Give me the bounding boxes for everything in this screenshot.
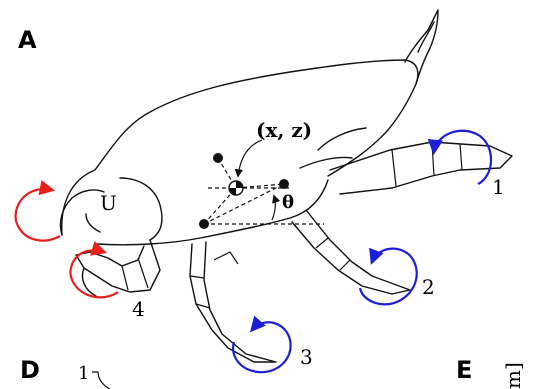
blue-rotation-arrow-leg2 [360,249,417,305]
point-right [279,179,289,189]
theta-arc [272,196,275,220]
leg-4-label: 4 [132,297,145,321]
urosome-label: U [100,191,117,215]
panel-d-fragment: 1 [78,363,110,389]
panel-label-d: D [20,356,40,384]
point-left [199,219,209,229]
panel-d-tick-label: 1 [78,363,89,384]
leg-2 [292,210,410,294]
geometry-construction [199,140,324,229]
blue-rotation-arrow-leg3 [233,322,290,372]
panel-label-a: A [18,26,37,54]
com-pointer-arrow [238,140,262,176]
leg-2-label: 2 [422,275,435,299]
rotation-arrows-blue [233,131,491,372]
com-label: (x, z) [256,118,312,142]
leg-1 [330,142,512,194]
point-upper [213,153,223,163]
leg-4 [76,240,160,296]
panel-label-e: E [456,356,472,384]
red-rotation-arrow-urosome [16,189,60,240]
leg-3-label: 3 [300,345,313,369]
panel-e-fragment: m] [501,362,525,389]
panel-e-axis-fragment: m] [501,362,525,389]
theta-label: θ [282,192,294,213]
blue-rotation-arrow-leg1 [434,131,491,184]
amphipod-body [60,10,438,245]
center-of-mass-icon [229,181,243,195]
leg-1-label: 1 [492,175,505,199]
